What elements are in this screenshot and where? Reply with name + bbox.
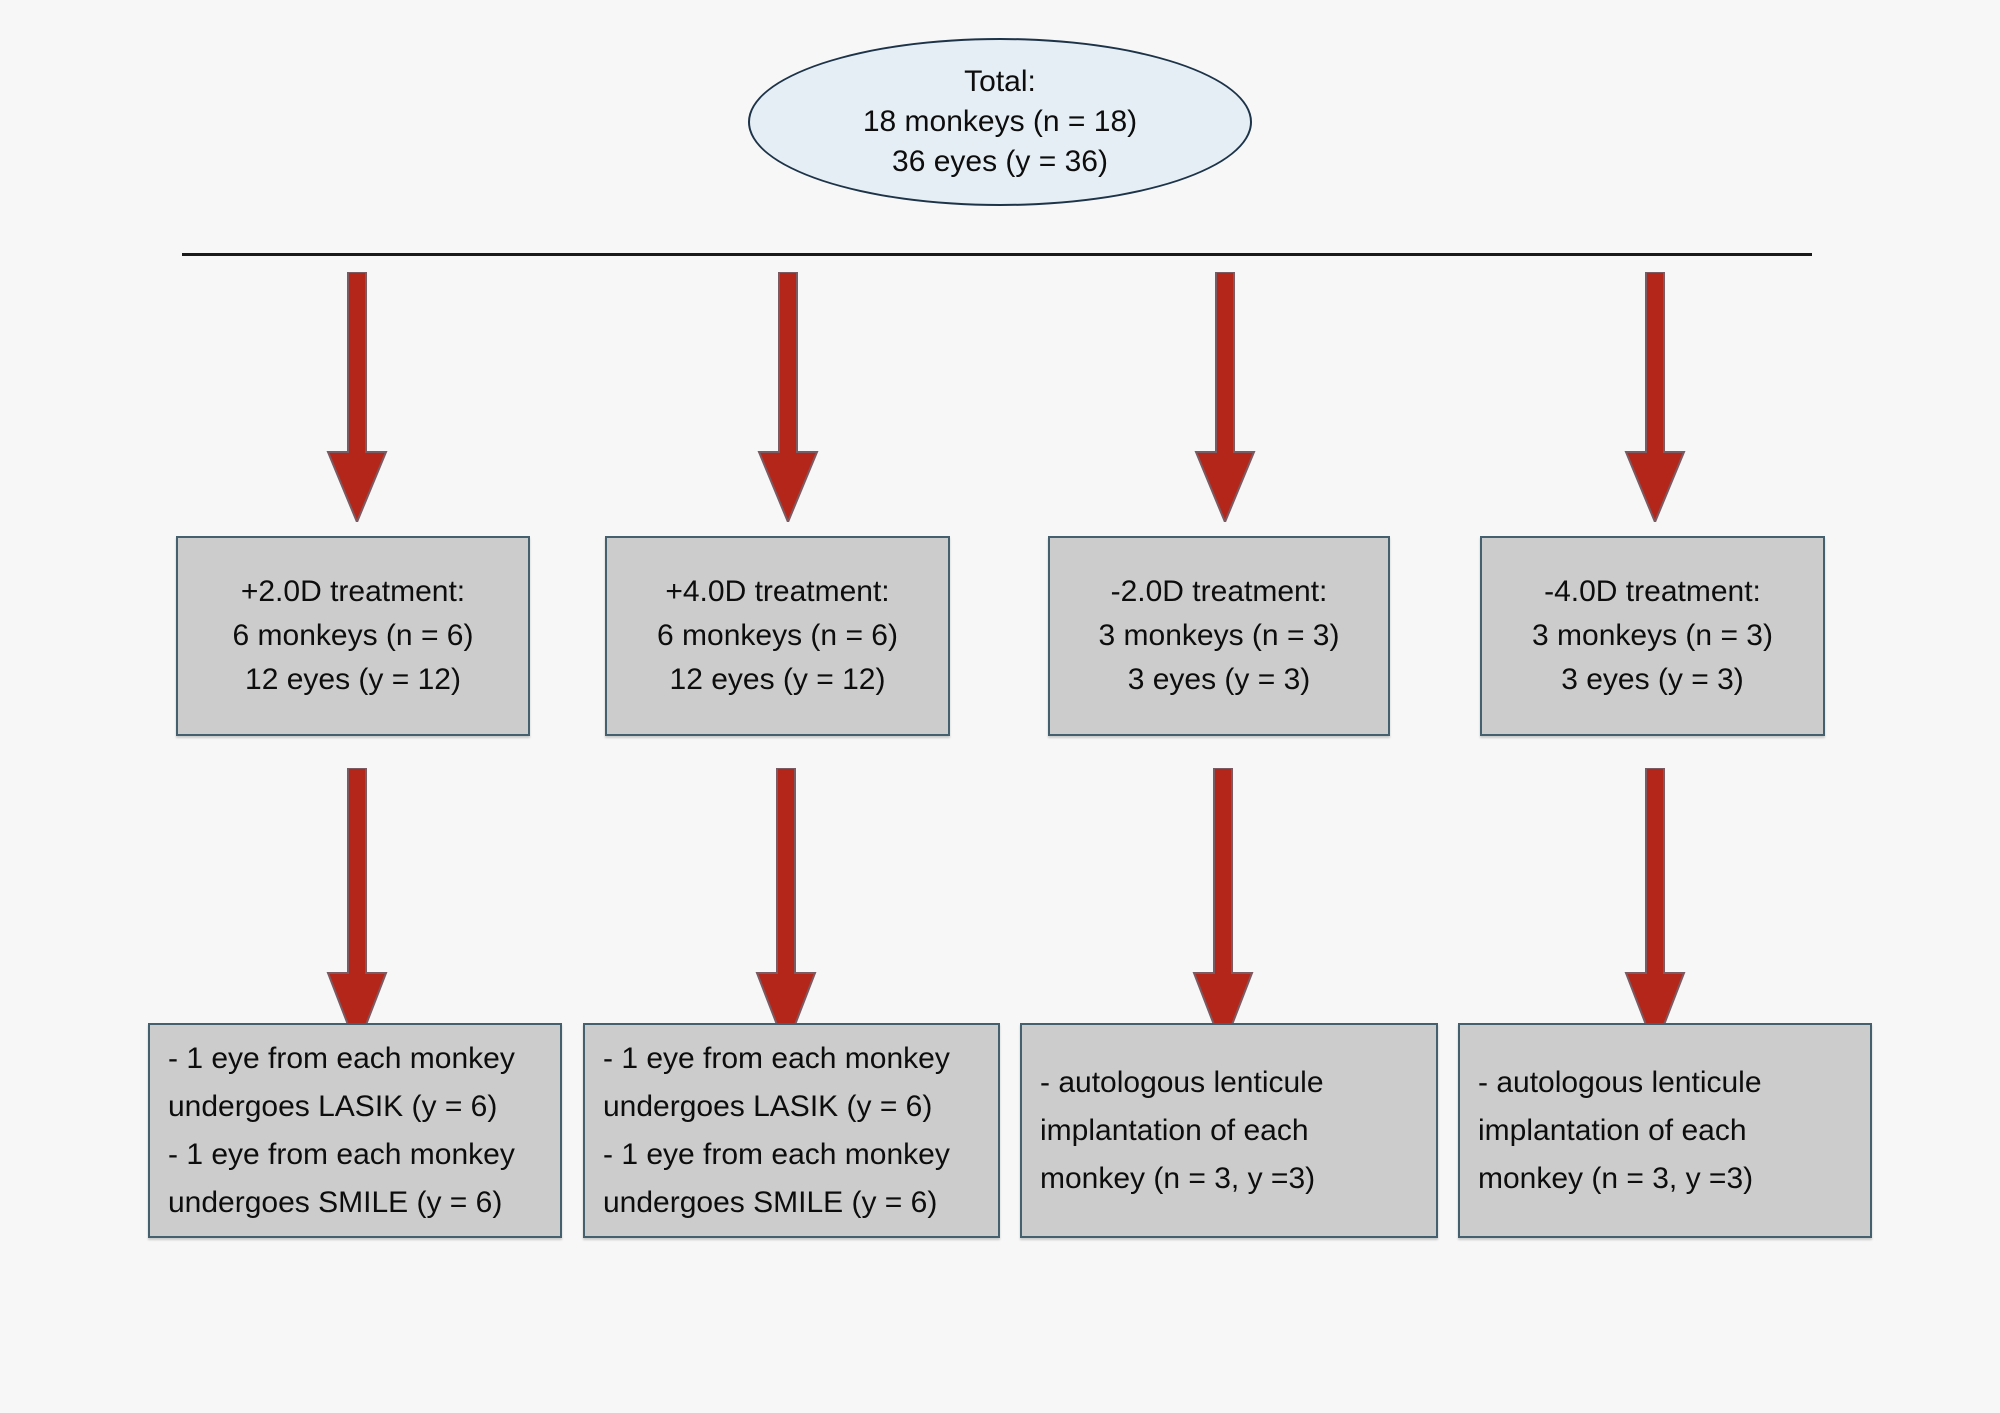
arrow-down-to-procedure-4 [1624, 768, 1686, 1048]
treatment-box-3-line-1: -2.0D treatment: [1110, 575, 1328, 608]
procedure-box-3-line-2: implantation of each [1040, 1113, 1309, 1147]
distributor-line [182, 253, 1812, 256]
procedure-box-1-line-1: - 1 eye from each monkey [168, 1041, 515, 1075]
procedure-box-2-line-2: undergoes LASIK (y = 6) [603, 1089, 933, 1123]
treatment-box-1: +2.0D treatment: 6 monkeys (n = 6) 12 ey… [176, 536, 530, 736]
treatment-box-3-line-3: 3 eyes (y = 3) [1127, 663, 1311, 696]
procedure-box-2-line-1: - 1 eye from each monkey [603, 1041, 950, 1075]
root-node-total: Total: 18 monkeys (n = 18) 36 eyes (y = … [748, 38, 1252, 206]
procedure-box-4-line-1: - autologous lenticule [1478, 1065, 1762, 1099]
arrow-down-to-treatment-3 [1194, 272, 1256, 522]
procedure-box-4-line-2: implantation of each [1478, 1113, 1747, 1147]
treatment-box-2-line-2: 6 monkeys (n = 6) [657, 619, 898, 652]
arrow-down-to-treatment-1 [326, 272, 388, 522]
treatment-box-4-line-3: 3 eyes (y = 3) [1561, 663, 1744, 696]
procedure-box-3: - autologous lenticule implantation of e… [1020, 1023, 1438, 1238]
treatment-box-1-line-1: +2.0D treatment: [240, 575, 466, 608]
treatment-box-2: +4.0D treatment: 6 monkeys (n = 6) 12 ey… [605, 536, 950, 736]
treatment-box-3: -2.0D treatment: 3 monkeys (n = 3) 3 eye… [1048, 536, 1390, 736]
procedure-box-2-line-4: undergoes SMILE (y = 6) [603, 1185, 938, 1219]
procedure-box-1-line-2: undergoes LASIK (y = 6) [168, 1089, 498, 1123]
treatment-box-4: -4.0D treatment: 3 monkeys (n = 3) 3 eye… [1480, 536, 1825, 736]
procedure-box-4: - autologous lenticule implantation of e… [1458, 1023, 1872, 1238]
procedure-box-2: - 1 eye from each monkey undergoes LASIK… [583, 1023, 1000, 1238]
procedure-box-1: - 1 eye from each monkey undergoes LASIK… [148, 1023, 562, 1238]
treatment-box-4-line-2: 3 monkeys (n = 3) [1532, 619, 1773, 652]
root-line-2: 18 monkeys (n = 18) [862, 105, 1138, 138]
treatment-box-2-line-3: 12 eyes (y = 12) [669, 663, 886, 696]
treatment-box-1-line-3: 12 eyes (y = 12) [245, 663, 461, 696]
procedure-box-4-line-3: monkey (n = 3, y =3) [1478, 1161, 1754, 1195]
arrow-down-to-treatment-2 [757, 272, 819, 522]
treatment-box-2-line-1: +4.0D treatment: [665, 575, 890, 608]
procedure-box-1-line-4: undergoes SMILE (y = 6) [168, 1185, 503, 1219]
treatment-box-1-line-2: 6 monkeys (n = 6) [232, 619, 474, 652]
procedure-box-2-line-3: - 1 eye from each monkey [603, 1137, 950, 1171]
treatment-box-4-line-1: -4.0D treatment: [1544, 575, 1761, 608]
arrow-down-to-procedure-2 [755, 768, 817, 1048]
procedure-box-1-line-3: - 1 eye from each monkey [168, 1137, 515, 1171]
procedure-box-3-line-3: monkey (n = 3, y =3) [1040, 1161, 1316, 1195]
arrow-down-to-procedure-3 [1192, 768, 1254, 1048]
arrow-down-to-procedure-1 [326, 768, 388, 1048]
root-line-1: Total: [964, 65, 1036, 98]
root-line-3: 36 eyes (y = 36) [892, 145, 1108, 178]
arrow-down-to-treatment-4 [1624, 272, 1686, 522]
procedure-box-3-line-1: - autologous lenticule [1040, 1065, 1324, 1099]
treatment-box-3-line-2: 3 monkeys (n = 3) [1098, 619, 1340, 652]
